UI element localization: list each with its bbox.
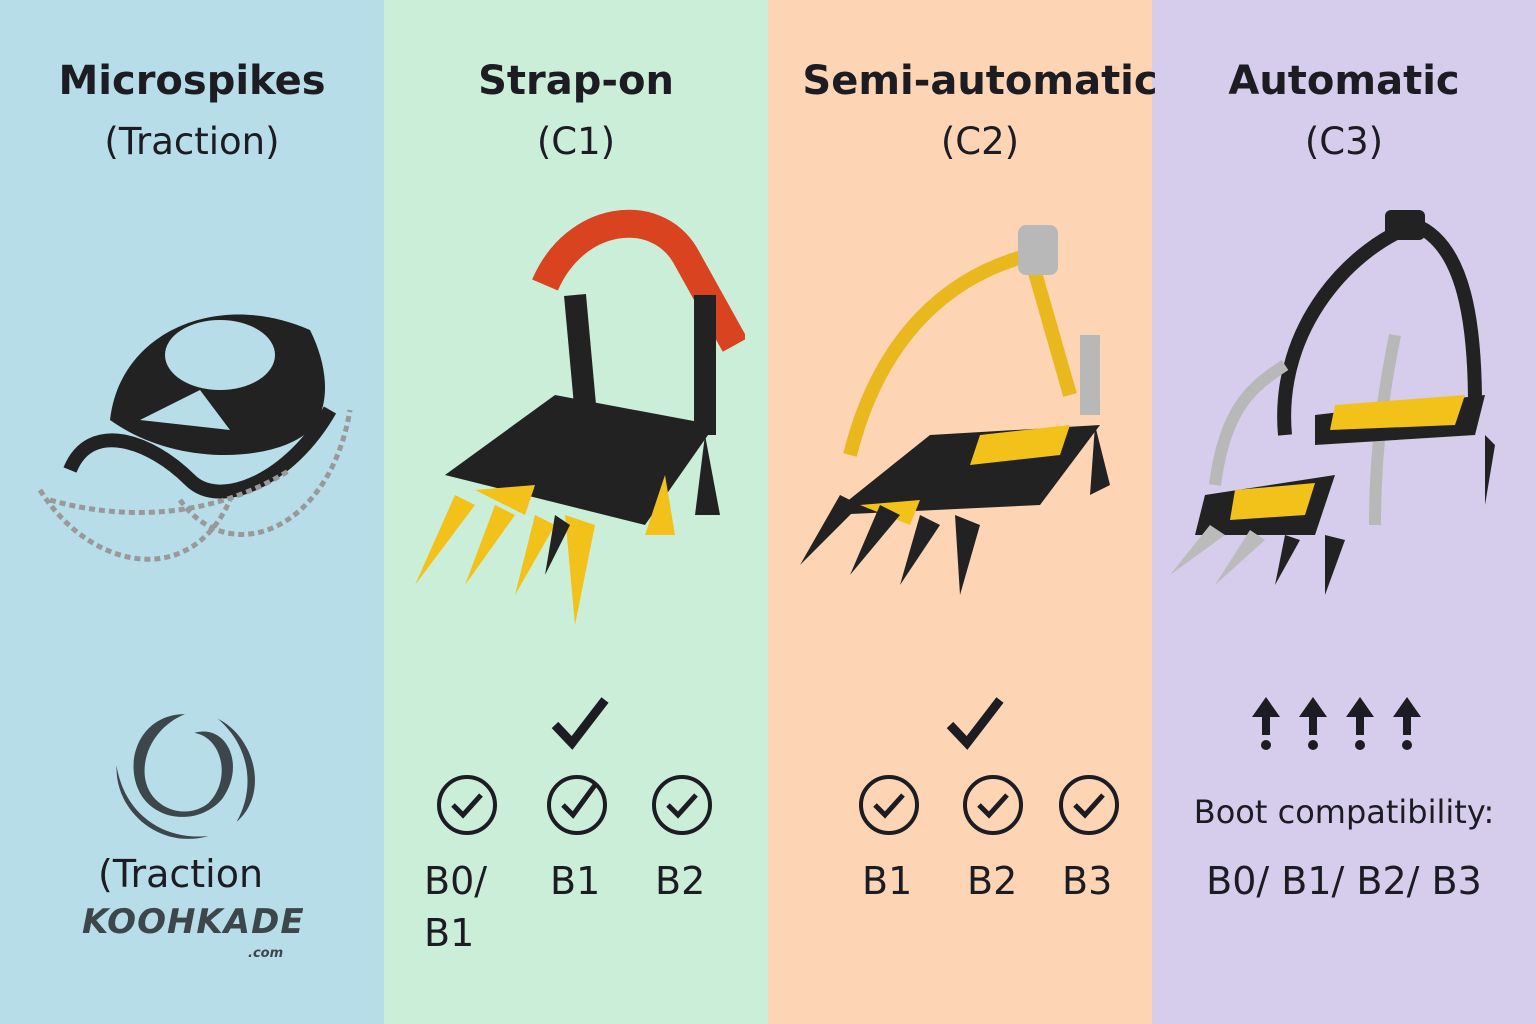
boot-label-b1: B1 xyxy=(862,859,913,903)
boot-label-b3: B3 xyxy=(1062,859,1113,903)
traction-note: (Traction xyxy=(98,852,264,896)
koohkade-logo-icon xyxy=(116,714,255,839)
microspikes-image xyxy=(37,314,353,562)
subtitle-automatic: (C3) xyxy=(1304,120,1384,163)
checkmark-icon xyxy=(946,697,1004,750)
boot-label-b2: B2 xyxy=(655,859,706,903)
boot-compatibility-value: B0/ B1/ B2/ B3 xyxy=(1206,859,1482,903)
boot-compatibility-label: Boot compatibility: xyxy=(1193,793,1495,831)
warning-arrows-icon xyxy=(1252,697,1421,750)
boot-label-b2: B2 xyxy=(967,859,1018,903)
strap-on-crampon-image xyxy=(415,209,745,625)
boot-label-b0-b1: B0/ B1 xyxy=(424,859,488,955)
check-circle-icon-b0-b1 xyxy=(437,775,497,835)
brand-logo-suffix: .com xyxy=(248,946,284,961)
brand-logo-text: KOOHKADE xyxy=(82,902,305,942)
automatic-crampon-image xyxy=(1170,210,1495,595)
check-circle-icon-b2 xyxy=(963,775,1023,835)
check-circle-icon-b1 xyxy=(859,775,919,835)
check-circle-icon-b2 xyxy=(652,775,712,835)
checkmark-icon xyxy=(551,697,609,750)
check-circle-icon-b1 xyxy=(547,775,607,835)
title-strap-on: Strap-on xyxy=(478,58,674,104)
check-circle-icon-b3 xyxy=(1059,775,1119,835)
boot-label-b1: B1 xyxy=(550,859,601,903)
subtitle-semi-automatic: (C2) xyxy=(940,120,1020,163)
title-semi-automatic: Semi-automatic xyxy=(802,58,1158,104)
subtitle-strap-on: (C1) xyxy=(536,120,616,163)
semi-automatic-crampon-image xyxy=(800,225,1110,595)
panel-microspikes xyxy=(0,0,384,1024)
subtitle-microspikes: (Traction) xyxy=(104,120,280,163)
title-microspikes: Microspikes xyxy=(58,58,326,104)
title-automatic: Automatic xyxy=(1228,58,1460,104)
